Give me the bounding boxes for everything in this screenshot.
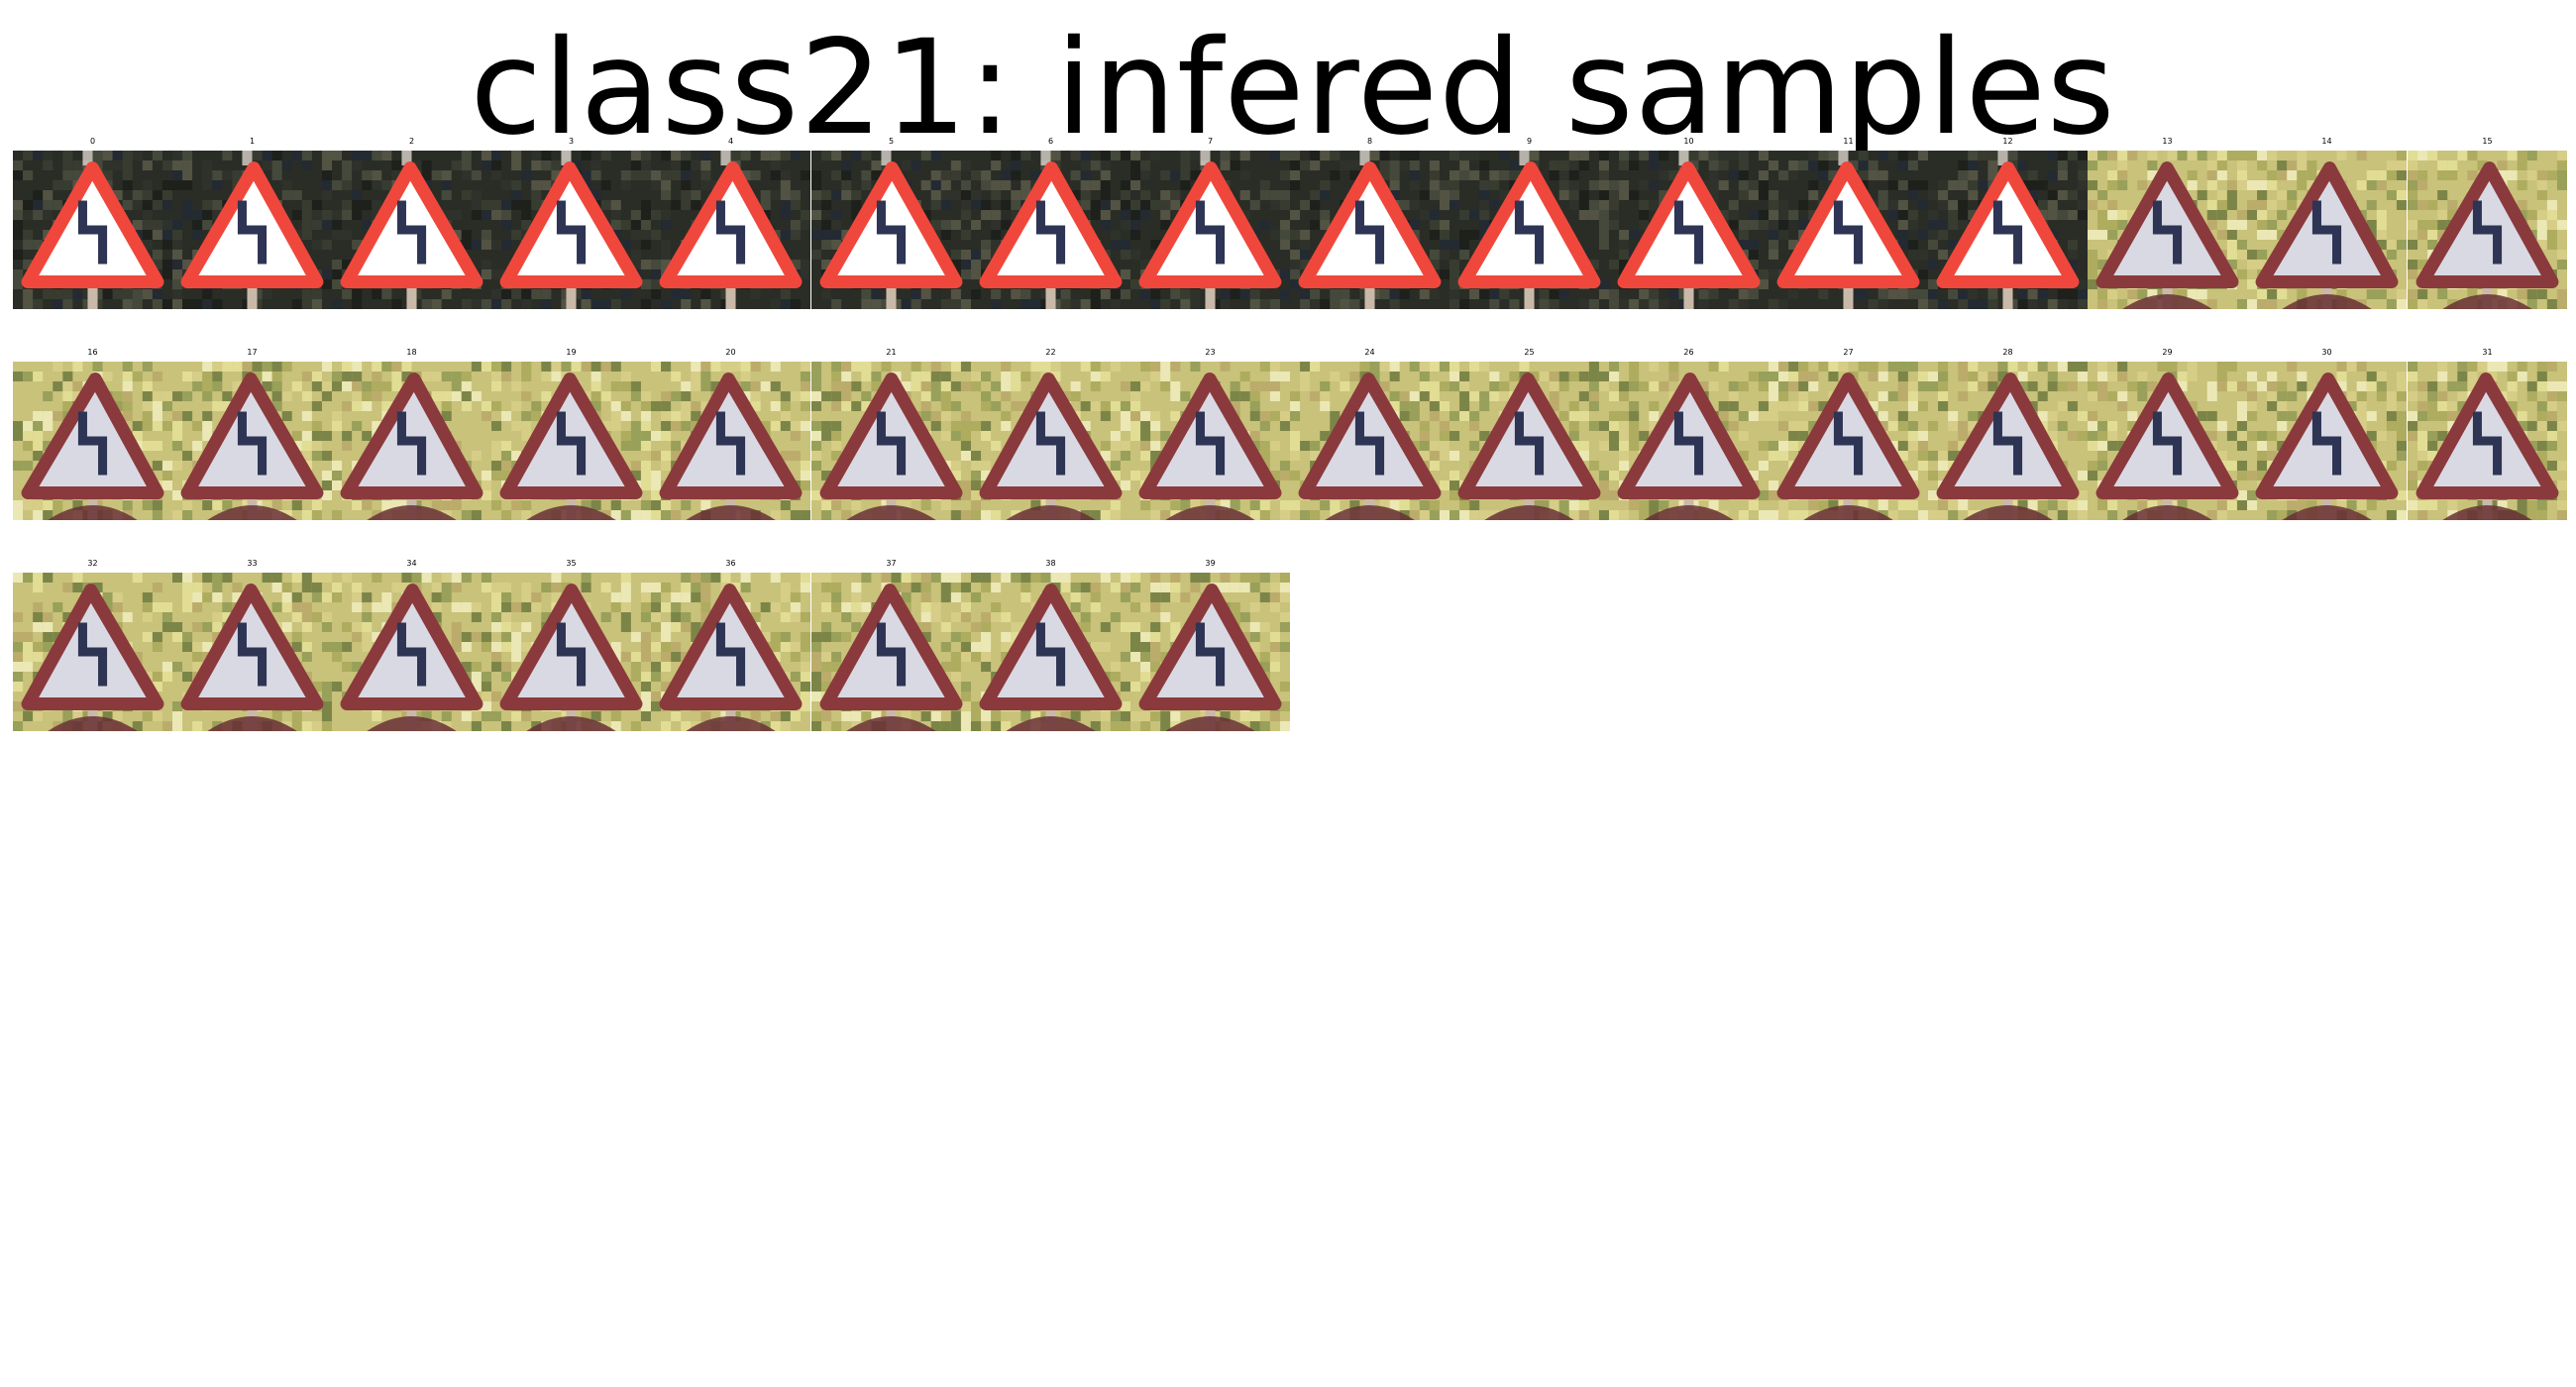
sample-index-label: 19 bbox=[566, 348, 577, 357]
sample-index-label: 6 bbox=[1047, 137, 1054, 146]
sample-index-label: 22 bbox=[1045, 348, 1056, 357]
traffic-sign-image bbox=[651, 151, 810, 309]
sample-index-label: 14 bbox=[2321, 137, 2332, 146]
traffic-sign-image bbox=[332, 362, 491, 520]
traffic-sign-image bbox=[332, 151, 491, 309]
traffic-sign-image bbox=[2408, 151, 2567, 309]
sample-index-label: 17 bbox=[247, 348, 258, 357]
traffic-sign-image bbox=[1609, 151, 1769, 309]
traffic-sign-image bbox=[651, 573, 810, 731]
sample-index-label: 10 bbox=[1683, 137, 1694, 146]
traffic-sign-image bbox=[2408, 362, 2567, 520]
sample-index-label: 0 bbox=[89, 137, 96, 146]
traffic-sign-image bbox=[332, 573, 491, 731]
sample-index-label: 36 bbox=[725, 559, 736, 568]
sample-index-label: 39 bbox=[1205, 559, 1216, 568]
traffic-sign-image bbox=[1290, 151, 1449, 309]
sample-index-label: 16 bbox=[87, 348, 98, 357]
traffic-sign-image bbox=[13, 573, 172, 731]
sample-index-label: 25 bbox=[1524, 348, 1535, 357]
traffic-sign-image bbox=[13, 362, 172, 520]
sample-index-label: 11 bbox=[1843, 137, 1854, 146]
sample-index-label: 3 bbox=[568, 137, 575, 146]
traffic-sign-image bbox=[1769, 151, 1928, 309]
traffic-sign-image bbox=[971, 573, 1130, 731]
traffic-sign-image bbox=[13, 151, 172, 309]
sample-index-label: 12 bbox=[2002, 137, 2013, 146]
sample-index-label: 1 bbox=[249, 137, 256, 146]
sample-index-label: 34 bbox=[406, 559, 417, 568]
sample-index-label: 15 bbox=[2482, 137, 2493, 146]
sample-index-label: 7 bbox=[1207, 137, 1214, 146]
traffic-sign-image bbox=[2247, 362, 2407, 520]
traffic-sign-image bbox=[2088, 151, 2247, 309]
sample-index-label: 30 bbox=[2321, 348, 2332, 357]
sample-index-label: 4 bbox=[727, 137, 734, 146]
traffic-sign-image bbox=[1449, 362, 1609, 520]
traffic-sign-image bbox=[1928, 151, 2088, 309]
traffic-sign-image bbox=[1130, 151, 1290, 309]
sample-index-label: 31 bbox=[2482, 348, 2493, 357]
traffic-sign-image bbox=[2247, 151, 2407, 309]
traffic-sign-image bbox=[1928, 362, 2088, 520]
traffic-sign-image bbox=[971, 151, 1130, 309]
traffic-sign-image bbox=[1769, 362, 1928, 520]
traffic-sign-image bbox=[172, 573, 332, 731]
sample-index-label: 23 bbox=[1205, 348, 1216, 357]
traffic-sign-image bbox=[491, 151, 651, 309]
traffic-sign-image bbox=[491, 362, 651, 520]
sample-index-label: 2 bbox=[408, 137, 415, 146]
sample-index-label: 5 bbox=[888, 137, 895, 146]
sample-index-label: 26 bbox=[1683, 348, 1694, 357]
traffic-sign-image bbox=[1130, 362, 1290, 520]
sample-index-label: 38 bbox=[1045, 559, 1056, 568]
traffic-sign-image bbox=[651, 362, 810, 520]
traffic-sign-image bbox=[172, 362, 332, 520]
sample-index-label: 9 bbox=[1526, 137, 1533, 146]
sample-index-label: 27 bbox=[1843, 348, 1854, 357]
figure-title: class21: infered samples bbox=[470, 12, 2116, 164]
sample-index-label: 29 bbox=[2162, 348, 2173, 357]
sample-index-label: 28 bbox=[2002, 348, 2013, 357]
traffic-sign-image bbox=[811, 573, 971, 731]
sample-index-label: 33 bbox=[247, 559, 258, 568]
sample-index-label: 13 bbox=[2162, 137, 2173, 146]
traffic-sign-image bbox=[971, 362, 1130, 520]
traffic-sign-image bbox=[811, 151, 971, 309]
sample-index-label: 18 bbox=[406, 348, 417, 357]
traffic-sign-image bbox=[172, 151, 332, 309]
sample-index-label: 24 bbox=[1364, 348, 1375, 357]
traffic-sign-image bbox=[811, 362, 971, 520]
traffic-sign-image bbox=[1290, 362, 1449, 520]
sample-index-label: 37 bbox=[886, 559, 897, 568]
traffic-sign-image bbox=[491, 573, 651, 731]
sample-index-label: 35 bbox=[566, 559, 577, 568]
traffic-sign-image bbox=[2088, 362, 2247, 520]
sample-index-label: 20 bbox=[725, 348, 736, 357]
sample-index-label: 21 bbox=[886, 348, 897, 357]
traffic-sign-image bbox=[1130, 573, 1290, 731]
sample-index-label: 32 bbox=[87, 559, 98, 568]
sample-index-label: 8 bbox=[1366, 137, 1373, 146]
traffic-sign-image bbox=[1449, 151, 1609, 309]
traffic-sign-image bbox=[1609, 362, 1769, 520]
